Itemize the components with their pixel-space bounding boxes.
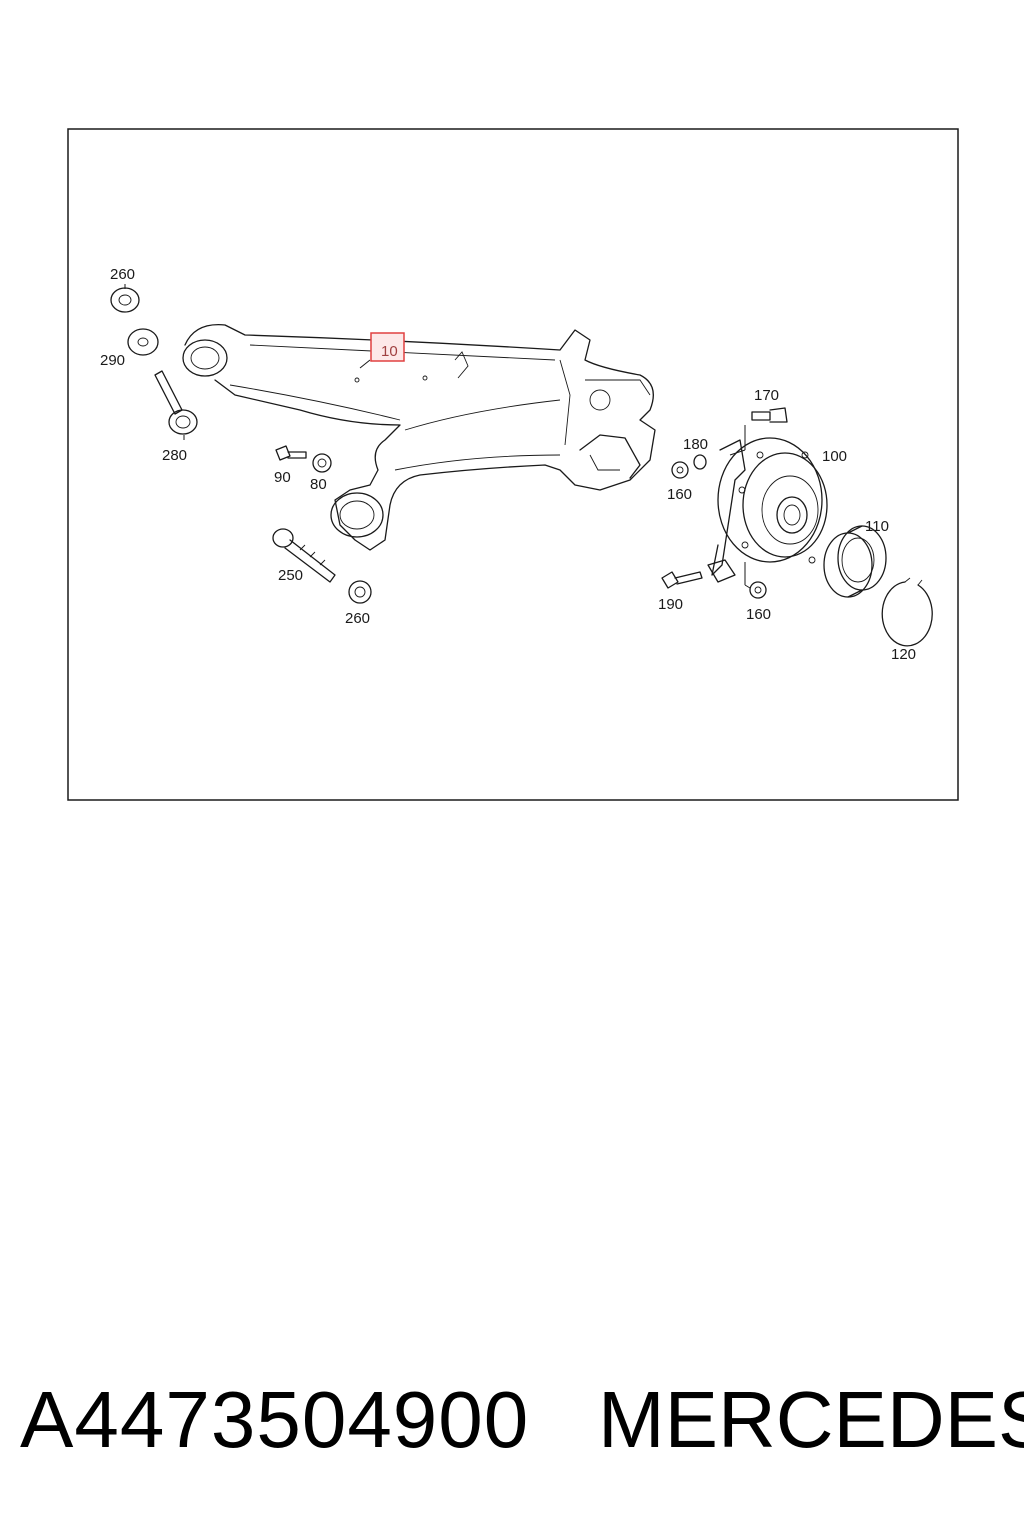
callout-250[interactable]: 250 (278, 567, 303, 584)
bearing-drawing (823, 525, 933, 647)
callout-280[interactable]: 280 (162, 447, 187, 464)
callout-260-top[interactable]: 260 (110, 266, 135, 283)
callout-100[interactable]: 100 (822, 448, 847, 465)
callout-260-bottom[interactable]: 260 (345, 610, 370, 627)
callout-290[interactable]: 290 (100, 352, 125, 369)
callout-120[interactable]: 120 (891, 646, 916, 663)
leader-lines (124, 284, 751, 589)
callout-160-top[interactable]: 160 (667, 486, 692, 503)
hub-carrier-drawing (661, 407, 828, 599)
callout-80[interactable]: 80 (310, 476, 327, 493)
callout-180[interactable]: 180 (683, 436, 708, 453)
callout-190[interactable]: 190 (658, 596, 683, 613)
part-number: A4473504900 (20, 1375, 530, 1464)
callout-110[interactable]: 110 (865, 518, 889, 535)
callout-160-bottom[interactable]: 160 (746, 606, 771, 623)
fasteners-bottom-drawing (272, 528, 372, 604)
callout-90[interactable]: 90 (274, 469, 291, 486)
fasteners-mid-drawing (275, 445, 332, 473)
brand-name: MERCEDES (598, 1375, 1024, 1464)
diagram-border (67, 128, 959, 801)
axle-carrier-drawing (182, 324, 656, 551)
callout-10[interactable]: 10 (381, 343, 398, 360)
callout-170[interactable]: 170 (754, 387, 779, 404)
highlight-box-10 (370, 332, 405, 362)
